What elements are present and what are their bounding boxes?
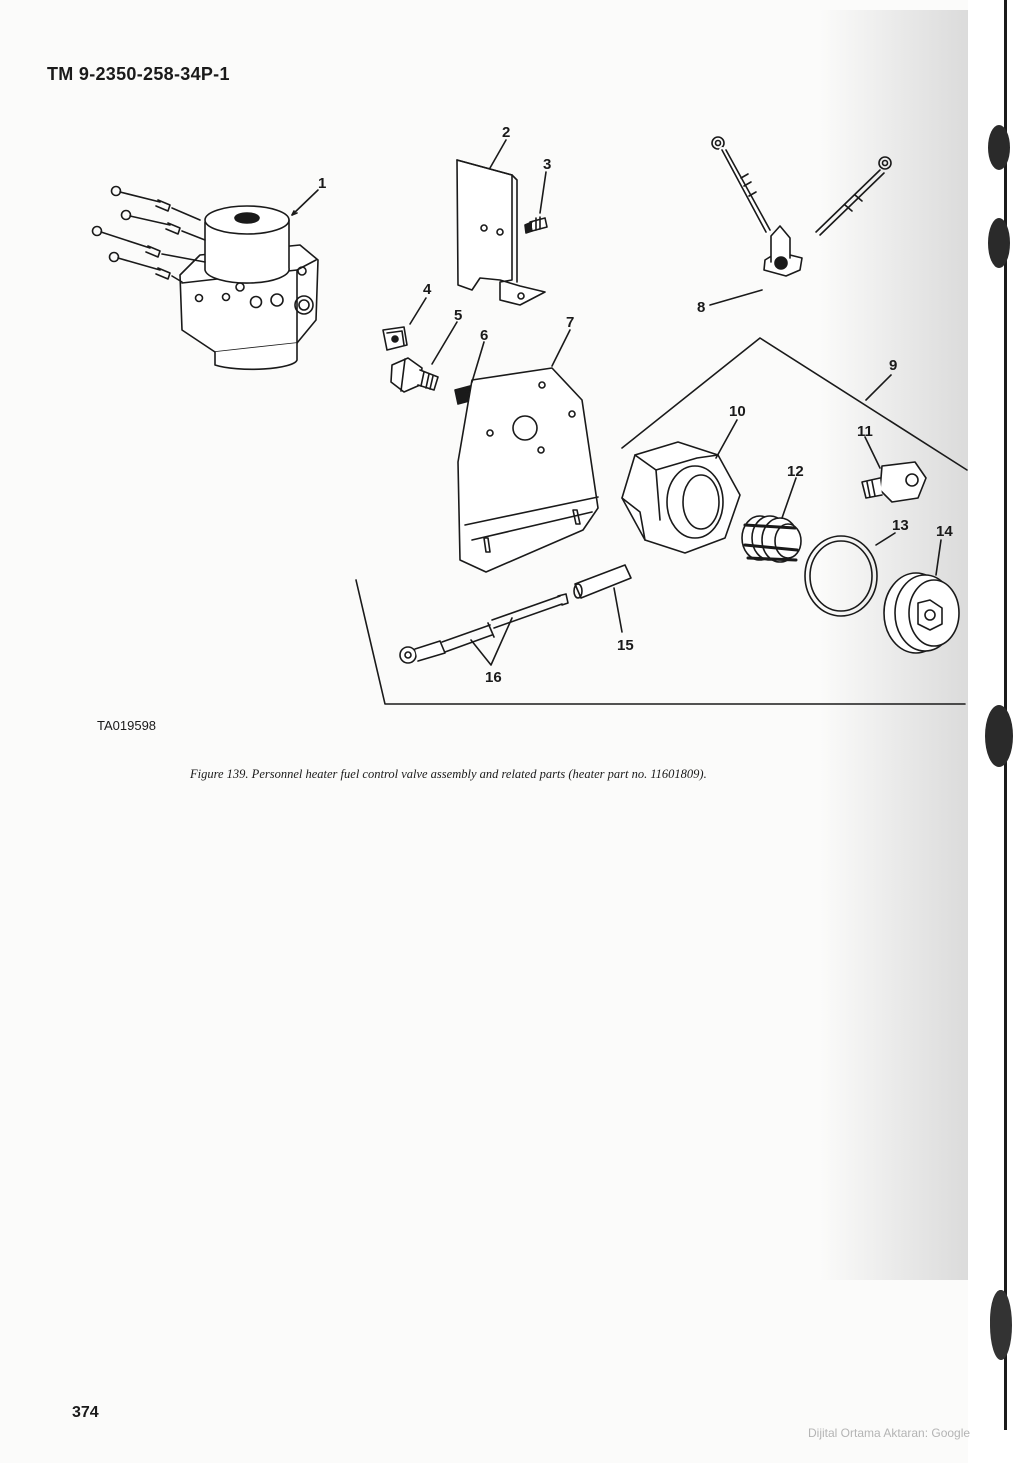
callout-15: 15 <box>617 637 634 654</box>
bleed-through-shadow <box>820 10 970 1280</box>
figure-code: TA019598 <box>97 718 157 733</box>
callout-16: 16 <box>485 669 502 686</box>
manual-header: TM 9-2350-258-34P-1 <box>47 64 230 84</box>
sleeve <box>573 564 632 599</box>
callout-leader-lines <box>291 139 942 666</box>
clip-nut <box>382 326 408 351</box>
callout-14: 14 <box>936 523 953 540</box>
fuel-control-valve-body <box>91 185 319 371</box>
binding-tab-3 <box>985 705 1013 767</box>
figure-caption: Figure 139. Personnel heater fuel contro… <box>190 767 707 781</box>
digitization-credit: Dijital Ortama Aktaran: Google <box>808 1426 971 1440</box>
elbow-fitting <box>861 461 927 503</box>
binding-tab-5 <box>990 1290 1012 1360</box>
lead-wire <box>399 593 569 664</box>
callout-11: 11 <box>857 423 873 440</box>
callout-5: 5 <box>454 307 462 324</box>
callout-3: 3 <box>543 156 551 173</box>
page-number: 374 <box>72 1404 99 1421</box>
binding-tab-1 <box>988 125 1010 170</box>
callout-13: 13 <box>892 517 909 534</box>
callout-12: 12 <box>787 463 804 480</box>
hex-nut <box>621 441 741 554</box>
o-ring <box>804 535 878 617</box>
binding-tab-2 <box>988 218 1010 268</box>
callout-2: 2 <box>502 124 510 141</box>
callout-7: 7 <box>566 314 574 331</box>
screw <box>524 216 548 234</box>
callout-8: 8 <box>697 299 705 316</box>
valve-mounting-plate <box>457 367 599 573</box>
callout-6: 6 <box>480 327 488 344</box>
spring <box>741 515 802 563</box>
valve-plug <box>883 572 960 654</box>
callout-10: 10 <box>729 403 746 420</box>
callout-9: 9 <box>889 357 897 374</box>
callout-4: 4 <box>423 281 432 298</box>
pipe-fitting <box>390 357 439 393</box>
mounting-bracket <box>456 159 546 306</box>
assembly-frame-lines <box>355 337 968 705</box>
callout-1: 1 <box>318 175 326 192</box>
thermostat-switch <box>711 136 892 277</box>
